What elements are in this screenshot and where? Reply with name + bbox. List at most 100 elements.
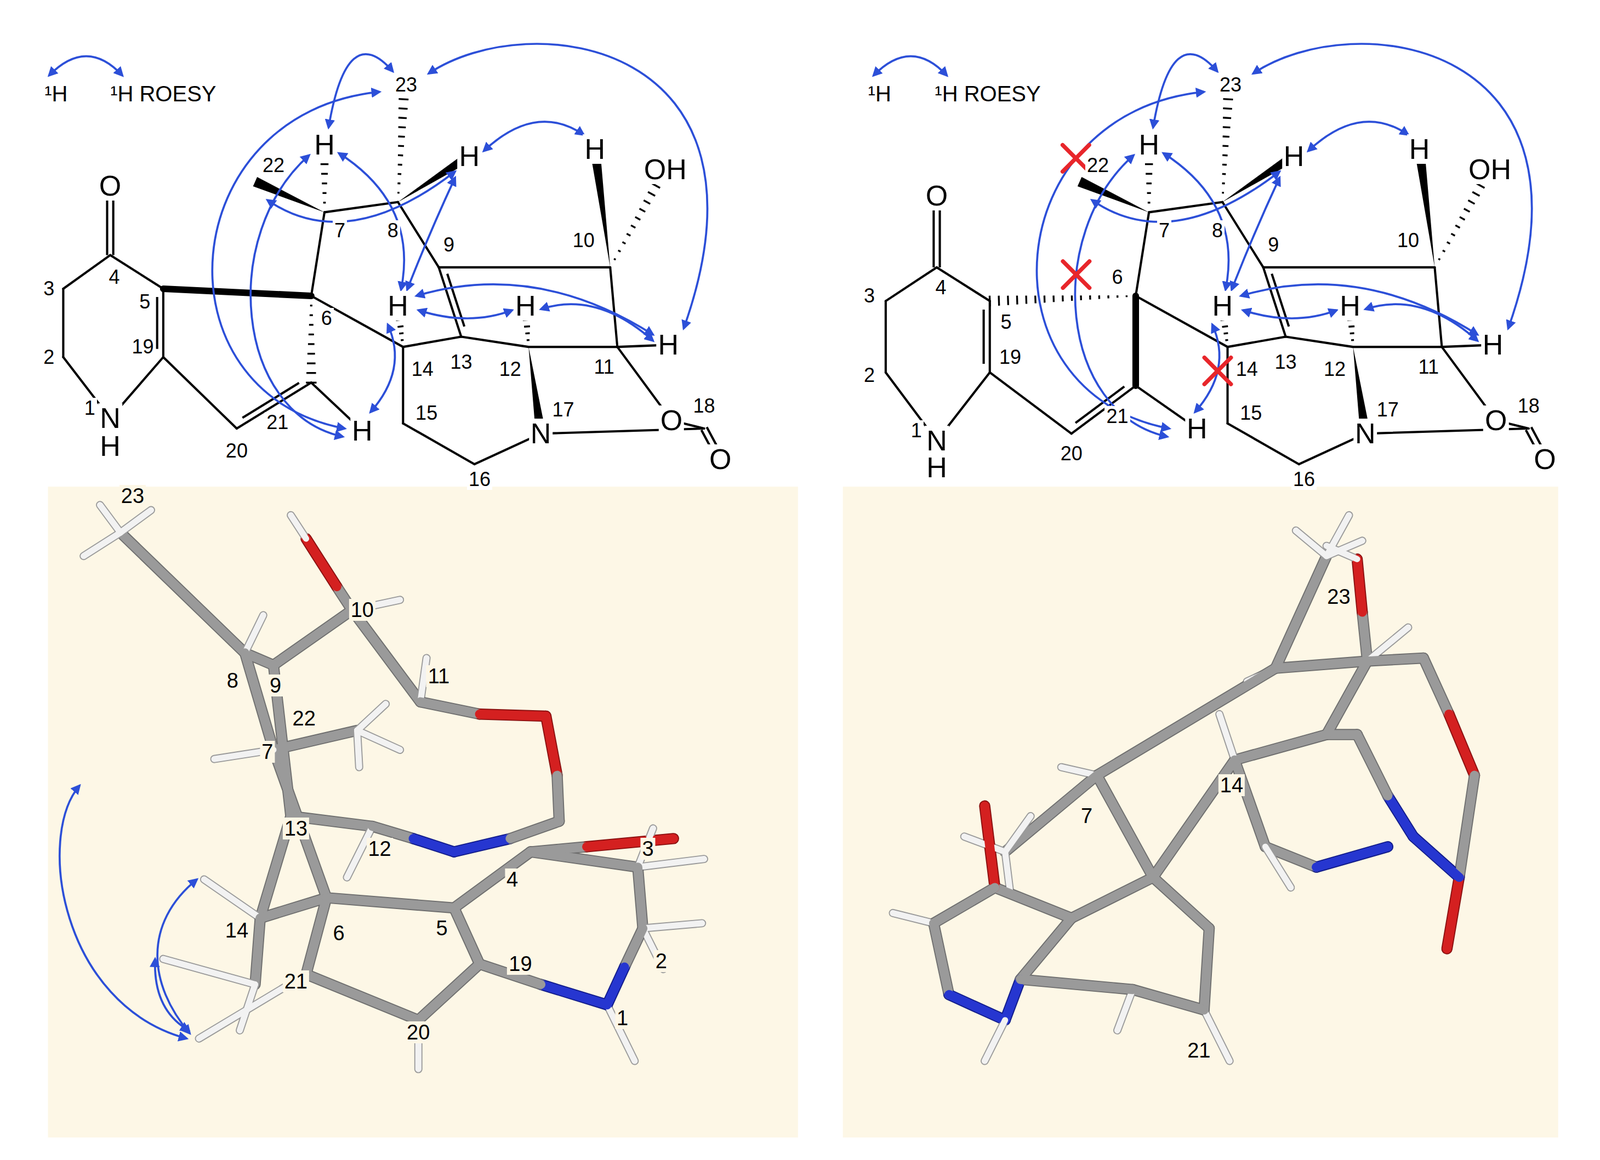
label-anchor: H xyxy=(385,291,411,321)
locant-number: 17 xyxy=(1375,399,1401,421)
label-anchor: 2 xyxy=(862,365,877,386)
hash-bond xyxy=(526,339,530,342)
label-anchor: 8 xyxy=(1210,220,1225,242)
label-anchor: 19 xyxy=(130,336,156,358)
atom-label: H xyxy=(924,452,949,483)
label-anchor: 7 xyxy=(259,741,275,764)
hash-bond xyxy=(1476,183,1485,189)
stick-outline xyxy=(1005,979,1021,1021)
hash-bond xyxy=(398,126,407,129)
label-anchor: 1 xyxy=(615,1007,630,1030)
stick-outline xyxy=(420,702,480,715)
locant-number: 19 xyxy=(130,336,156,358)
hash-bond xyxy=(1222,154,1228,157)
stick-bond xyxy=(357,730,401,750)
label-anchor: H xyxy=(350,416,375,446)
single-bond xyxy=(1352,345,1442,349)
stick-outline xyxy=(1387,795,1414,837)
roesy-arrow xyxy=(212,92,380,429)
stick-outline xyxy=(994,887,1072,919)
hash-bond xyxy=(1351,339,1354,342)
single-bond xyxy=(989,372,1072,435)
atom-label: H xyxy=(1185,413,1210,444)
locant-number: 20 xyxy=(224,440,250,462)
locant-number: 1 xyxy=(82,397,98,419)
locant-number: 14 xyxy=(1234,359,1260,380)
locant-number: 13 xyxy=(1273,351,1299,373)
label-anchor: H xyxy=(1481,329,1506,360)
label-anchor: 4 xyxy=(504,868,520,891)
roesy-arrow xyxy=(328,54,393,128)
roesy-arrow xyxy=(370,324,396,413)
stick-outline xyxy=(638,859,705,868)
locant-number: 11 xyxy=(591,356,616,378)
label-anchor: 6 xyxy=(331,922,346,945)
stick-outline xyxy=(372,826,413,839)
stick-outline xyxy=(510,821,560,840)
locant-number: 10 xyxy=(1395,230,1421,252)
hash-bond xyxy=(310,304,313,307)
stick-bond xyxy=(1326,545,1358,560)
atom-label: H xyxy=(385,291,411,321)
stick-bond xyxy=(1423,658,1450,715)
hash-bond xyxy=(400,339,404,342)
stick-outline xyxy=(254,918,260,985)
hash-bond xyxy=(1043,295,1046,303)
stick-outline xyxy=(1275,556,1327,669)
hash-bond xyxy=(635,217,641,220)
label-anchor: 3 xyxy=(862,285,877,307)
stick-models xyxy=(83,505,1475,1070)
stick-bond xyxy=(1265,846,1291,888)
model-atom-number: 19 xyxy=(507,953,534,976)
stick-outline xyxy=(1357,735,1388,797)
label-anchor: 8 xyxy=(225,669,241,692)
label-anchor: N xyxy=(1353,418,1378,449)
stick-bond xyxy=(305,897,327,975)
hash-bond xyxy=(525,332,530,335)
locant-number: 22 xyxy=(260,155,287,176)
hash-bond xyxy=(1438,258,1440,260)
stick-outline xyxy=(586,838,674,847)
stick-bond xyxy=(984,1020,1005,1062)
single-bond xyxy=(61,288,65,358)
stick-outline xyxy=(357,730,401,750)
stick-bond xyxy=(1447,877,1460,949)
single-bond xyxy=(63,255,111,289)
stick-bond xyxy=(1071,877,1154,919)
hash-bond xyxy=(639,208,646,213)
stick-outline xyxy=(1020,979,1133,990)
hash-bond xyxy=(322,192,327,195)
stick-bond xyxy=(933,887,995,924)
locant-number: 7 xyxy=(1157,220,1172,242)
locant-number: 7 xyxy=(332,220,347,242)
atom-label: N xyxy=(98,403,123,434)
label-anchor: 18 xyxy=(691,395,717,417)
locant-number: 2 xyxy=(41,346,56,368)
left-roesy xyxy=(48,43,708,437)
stick-bond xyxy=(545,716,557,776)
hash-bond xyxy=(397,144,404,147)
wedge-bond xyxy=(253,177,325,213)
locant-number: 15 xyxy=(1238,402,1264,424)
hash-bond xyxy=(618,250,621,252)
stick-bond xyxy=(357,730,360,768)
stick-outline xyxy=(607,1005,635,1062)
absent-correlation-mark xyxy=(1062,261,1090,288)
stick-bond xyxy=(357,704,386,731)
stick-bond xyxy=(586,838,674,847)
hash-bond xyxy=(399,332,404,335)
double-bond xyxy=(1263,267,1286,338)
label-anchor: 11 xyxy=(591,356,616,378)
model-atom-number: 4 xyxy=(504,868,520,891)
label-anchor: 15 xyxy=(413,402,440,424)
model-atom-number: 21 xyxy=(1185,1039,1212,1062)
roesy-arrow xyxy=(541,304,654,341)
label-anchor: 17 xyxy=(1375,399,1401,421)
label-anchor: 23 xyxy=(1217,74,1244,96)
roesy-arrow xyxy=(1153,54,1218,128)
stick-bond xyxy=(1316,846,1388,868)
stick-outline xyxy=(351,610,421,703)
label-anchor: 8 xyxy=(385,220,401,242)
hash-bond xyxy=(1348,325,1355,328)
